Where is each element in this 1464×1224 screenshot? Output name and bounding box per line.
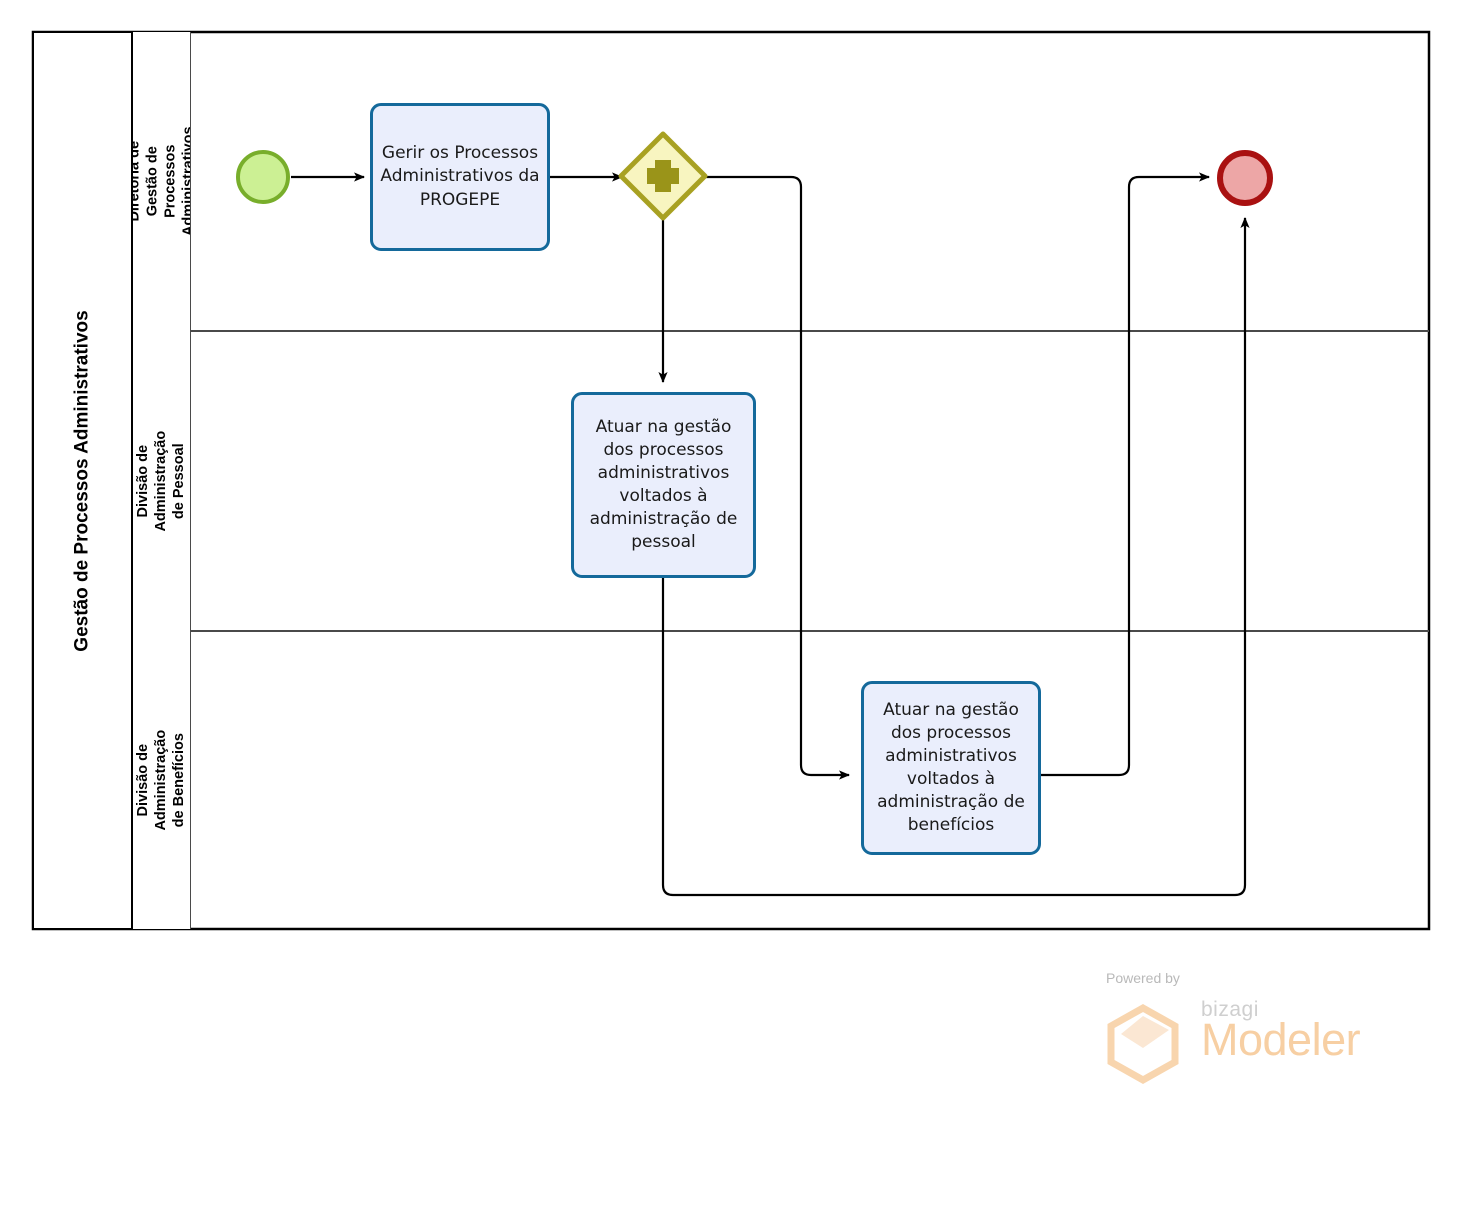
- pool-title: Gestão de Processos Administrativos: [71, 309, 93, 652]
- gateway-plus-icon: [647, 160, 679, 192]
- flow-pessoal-to-end: [661, 217, 1250, 897]
- end-event[interactable]: [1217, 150, 1273, 206]
- powered-by-label: Powered by: [1106, 970, 1180, 986]
- bizagi-wordmark: bizagi: [1201, 998, 1259, 1021]
- bizagi-logo-icon: [1107, 1003, 1179, 1085]
- task-atuar-pessoal[interactable]: Atuar na gestão dos processos administra…: [571, 392, 756, 578]
- powered-by-bizagi-logo: Powered by bizagi Modeler: [1103, 970, 1373, 1070]
- lane-label-beneficios: Divisão de Administração de Benefícios: [135, 729, 188, 831]
- parallel-gateway[interactable]: [618, 131, 708, 221]
- modeler-wordmark: Modeler: [1201, 1014, 1361, 1065]
- flow-beneficios-to-end: [1041, 172, 1210, 777]
- lane-label-diretoria: Diretoria de Gestão de Processos Adminis…: [133, 126, 190, 237]
- lane-label-pessoal: Divisão de Administração de Pessoal: [135, 430, 188, 532]
- lane-header-beneficios[interactable]: Divisão de Administração de Benefícios: [133, 631, 190, 929]
- task-gerir-processos[interactable]: Gerir os Processos Administrativos da PR…: [370, 103, 550, 251]
- lane-header-diretoria[interactable]: Diretoria de Gestão de Processos Adminis…: [133, 32, 190, 331]
- pool-header[interactable]: Gestão de Processos Administrativos: [32, 31, 133, 930]
- flow-gateway-to-beneficios: [704, 175, 850, 780]
- task-atuar-beneficios[interactable]: Atuar na gestão dos processos administra…: [861, 681, 1041, 855]
- start-event[interactable]: [236, 150, 290, 204]
- lane-header-pessoal[interactable]: Divisão de Administração de Pessoal: [133, 331, 190, 631]
